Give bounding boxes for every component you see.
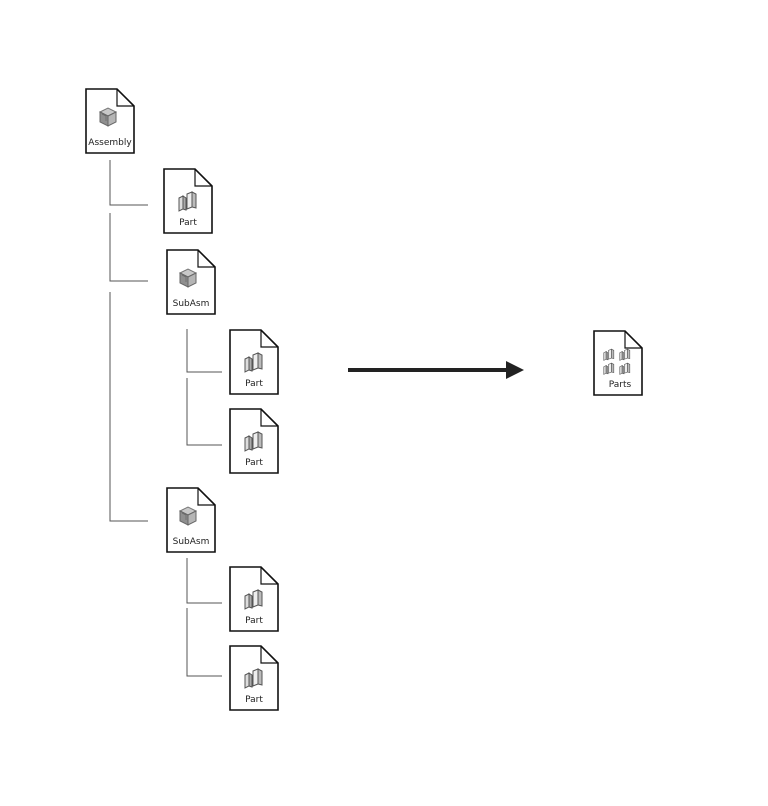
tree-connectors — [109, 160, 222, 677]
part-node: Part — [229, 329, 279, 395]
connector-assembly-part — [109, 160, 148, 206]
parts-node: Parts — [593, 330, 643, 396]
part-node: Part — [229, 645, 279, 711]
node-label: Part — [245, 458, 263, 468]
node-label: SubAsm — [173, 299, 210, 309]
assembly-icon — [99, 107, 117, 127]
subassembly-node: SubAsm — [166, 249, 216, 315]
part-node: Part — [163, 168, 213, 234]
node-label: Assembly — [88, 138, 132, 148]
subassembly-icon — [179, 268, 197, 288]
node-label: Part — [179, 218, 197, 228]
node-label: SubAsm — [173, 537, 210, 547]
assembly-node: Assembly — [85, 88, 135, 154]
connector-subasm1-part-a — [186, 329, 222, 373]
right-arrow-icon — [348, 361, 524, 379]
subassembly-node: SubAsm — [166, 487, 216, 553]
connector-subasm1-part-b — [186, 378, 222, 446]
node-label: Part — [245, 379, 263, 389]
part-node: Part — [229, 408, 279, 474]
connector-assembly-subasm-1 — [109, 213, 148, 282]
part-node: Part — [229, 566, 279, 632]
node-label: Part — [245, 695, 263, 705]
node-label: Part — [245, 616, 263, 626]
subassembly-icon — [179, 506, 197, 526]
node-label: Parts — [609, 380, 632, 390]
connector-subasm2-part-b — [186, 608, 222, 677]
connector-assembly-subasm-2 — [109, 292, 148, 522]
connector-subasm2-part-a — [186, 558, 222, 604]
